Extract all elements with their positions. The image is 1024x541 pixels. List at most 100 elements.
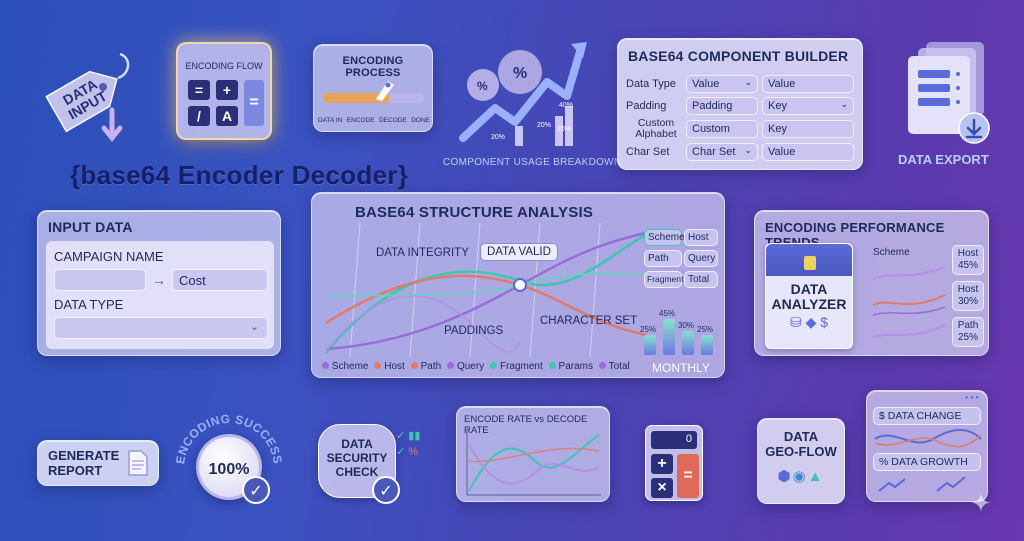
- tag-query[interactable]: Query: [684, 250, 718, 267]
- process-steps: DATA IN ENCODE DECODE DONE: [318, 117, 430, 124]
- key-field[interactable]: Key: [762, 120, 854, 138]
- multiply-key[interactable]: ×: [651, 478, 673, 498]
- equals-key[interactable]: =: [677, 454, 699, 498]
- performance-trends-panel: ENCODING PERFORMANCE TRENDS DATA ANALYZE…: [754, 210, 989, 356]
- tag-total[interactable]: Total: [684, 271, 718, 288]
- input-data-panel: INPUT DATA CAMPAIGN NAME → Cost DATA TYP…: [37, 210, 281, 356]
- trend-lines: [872, 266, 946, 338]
- tag-path[interactable]: Path: [644, 250, 682, 267]
- growth-arrows-icon: [878, 476, 966, 492]
- a-key[interactable]: A: [216, 106, 238, 126]
- legend-dot: [447, 362, 455, 369]
- monthly-bar-label: 25%: [640, 325, 657, 334]
- monthly-bar-label: 30%: [678, 321, 695, 330]
- data-type-dropdown[interactable]: ⌄: [54, 317, 268, 339]
- key-dropdown[interactable]: Key⌄: [762, 97, 854, 115]
- scheme-label: Scheme: [873, 247, 910, 258]
- chevron-down-icon: ⌄: [840, 99, 848, 109]
- monthly-bars: 25%45%30%25%: [640, 301, 720, 355]
- usage-graphic: % % 20% 20% 40% 20%: [455, 30, 595, 160]
- monthly-bar: [644, 335, 656, 355]
- data-input-tag[interactable]: DATA INPUT: [34, 48, 134, 148]
- legend-item: Query: [447, 361, 484, 372]
- map-pin-icon: ⬢: [777, 468, 793, 485]
- monthly-bar: [663, 319, 675, 355]
- value-field[interactable]: Value: [762, 75, 854, 93]
- structure-title: BASE64 STRUCTURE ANALYSIS: [354, 204, 594, 221]
- monthly-bar: [682, 331, 694, 355]
- legend-item: Host: [374, 361, 405, 372]
- value-dropdown[interactable]: Value⌄: [686, 75, 758, 93]
- step-label: ENCODE: [346, 117, 375, 124]
- equals-key[interactable]: =: [188, 80, 210, 100]
- equals-side-key[interactable]: =: [244, 80, 264, 126]
- geo-icons: ⬢◉▲: [758, 467, 844, 485]
- data-analyzer-card[interactable]: DATA ANALYZER ⛁ ◆ $: [765, 243, 853, 349]
- usage-value: 20%: [537, 122, 552, 129]
- page-title: {base64 Encoder Decoder}: [70, 160, 409, 190]
- structure-legend: Scheme Host Path Query Fragment Params T…: [322, 361, 630, 372]
- curve-teal: [325, 233, 647, 354]
- generate-report-button[interactable]: GENERATE REPORT: [37, 440, 159, 486]
- campaign-name-input[interactable]: [54, 269, 146, 291]
- monthly-label: MONTHLY: [652, 361, 710, 375]
- calculator-widget[interactable]: 0 + × =: [645, 425, 703, 501]
- security-check-badge[interactable]: DATA SECURITY CHECK ✓ ▮▮✓ % ✓: [316, 422, 436, 510]
- sparkle-icon: ✦: [970, 488, 992, 518]
- legend-dot: [322, 362, 329, 369]
- plus-key[interactable]: +: [651, 454, 673, 474]
- data-change-window: ● ● ● $ DATA CHANGE % DATA GROWTH: [866, 390, 988, 502]
- data-change-field[interactable]: $ DATA CHANGE: [873, 407, 981, 425]
- window-controls: ● ● ●: [964, 395, 979, 401]
- builder-row: Char Set Char Set⌄ Value: [626, 141, 858, 163]
- tag-fragment[interactable]: Fragment: [644, 271, 683, 288]
- geo-flow-card[interactable]: DATA GEO-FLOW ⬢◉▲: [757, 418, 845, 504]
- charset-dropdown[interactable]: Char Set⌄: [686, 143, 758, 161]
- encoding-flow-card[interactable]: ENCODING FLOW = + / A =: [176, 42, 272, 140]
- paddings-annotation: PADDINGS: [444, 325, 504, 337]
- rocket-icon: [324, 81, 424, 103]
- check-list-icon: ✓ ▮▮✓ %: [396, 430, 421, 458]
- legend-dot: [410, 362, 418, 369]
- step-label: DATA IN: [318, 117, 343, 124]
- legend-dot: [548, 362, 556, 369]
- step-label: DONE: [411, 117, 430, 124]
- server-stack-icon: [908, 42, 990, 144]
- builder-row: Custom Alphabet Custom Key: [626, 117, 858, 141]
- data-export-button[interactable]: DATA EXPORT: [898, 36, 990, 176]
- builder-title: BASE64 COMPONENT BUILDER: [628, 48, 849, 64]
- tag-host[interactable]: Host: [684, 229, 718, 246]
- step-label: DECODE: [378, 117, 407, 124]
- cost-input[interactable]: Cost: [172, 269, 268, 291]
- usage-value: 40%: [559, 102, 574, 109]
- chevron-down-icon: ⌄: [744, 77, 752, 87]
- builder-row-label: Char Set: [626, 146, 670, 158]
- growth-arrow-icon: % %: [459, 42, 587, 146]
- monthly-bar-label: 45%: [659, 309, 676, 318]
- builder-row-label: Padding: [626, 100, 667, 112]
- builder-row-label: Data Type: [626, 77, 676, 90]
- checkmark-icon: ✓: [372, 476, 400, 504]
- data-valid-badge: DATA VALID: [480, 243, 558, 261]
- svg-text:%: %: [477, 79, 488, 93]
- encoding-flow-title: ENCODING FLOW: [185, 61, 263, 71]
- arrow-right-icon: →: [152, 272, 166, 288]
- tag-icon: ◆: [805, 314, 817, 330]
- legend-dot: [599, 362, 606, 369]
- document-icon: [128, 450, 148, 476]
- data-growth-field[interactable]: % DATA GROWTH: [873, 453, 981, 471]
- plus-key[interactable]: +: [216, 80, 238, 100]
- encoding-process-card[interactable]: ENCODING PROCESS DATA IN ENCODE DECODE D…: [313, 44, 433, 132]
- analyzer-title: DATA ANALYZER: [771, 281, 847, 312]
- curve-purple-2: [325, 294, 521, 353]
- change-wave: [874, 429, 982, 448]
- slash-key[interactable]: /: [188, 106, 210, 126]
- tag-scheme[interactable]: Scheme: [644, 229, 685, 246]
- rate-chart-lines: [466, 431, 601, 496]
- padding-field[interactable]: Padding: [686, 97, 758, 115]
- usage-value: 20%: [557, 126, 572, 133]
- data-integrity-annotation: DATA INTEGRITY: [376, 247, 469, 259]
- value-field[interactable]: Value: [762, 143, 854, 161]
- custom-field[interactable]: Custom: [686, 120, 758, 138]
